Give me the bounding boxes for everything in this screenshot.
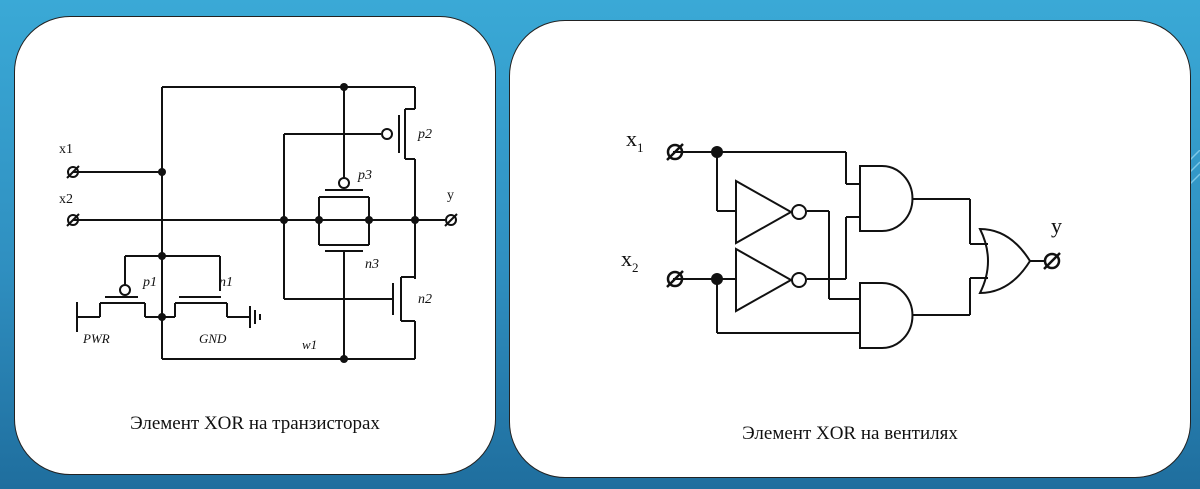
terminal-y [1043,252,1061,270]
terminal-x2 [666,270,684,288]
label-w1: w1 [302,337,317,352]
label-x2: x2 [621,246,639,275]
label-n2: n2 [418,292,432,307]
label-y: y [1051,213,1062,238]
panel-xor-gates: x1 x2 y Элемент XOR на вентилях [509,20,1191,478]
terminal-x2 [66,213,80,227]
label-n1: n1 [219,275,233,290]
label-x1: x1 [626,126,644,155]
label-y: y [447,188,454,203]
terminal-x1 [66,165,80,179]
label-p3: p3 [357,168,372,183]
panel-xor-transistors: x1 x2 y p2 p3 n3 n2 p1 n1 PWR GND w1 Эле… [14,16,496,475]
label-p1: p1 [142,275,157,290]
caption-transistors: Элемент XOR на транзисторах [130,413,380,434]
label-p2: p2 [417,127,432,142]
label-gnd: GND [199,331,227,346]
terminal-y [444,213,458,227]
label-pwr: PWR [82,331,110,346]
caption-gates: Элемент XOR на вентилях [742,423,958,444]
transistor-circuit-diagram: x1 x2 y p2 p3 n3 n2 p1 n1 PWR GND w1 [59,83,458,363]
terminal-x1 [666,143,684,161]
gate-circuit-diagram: x1 x2 y [621,126,1062,349]
label-x1: x1 [59,142,73,157]
label-n3: n3 [365,257,379,272]
label-x2: x2 [59,192,73,207]
